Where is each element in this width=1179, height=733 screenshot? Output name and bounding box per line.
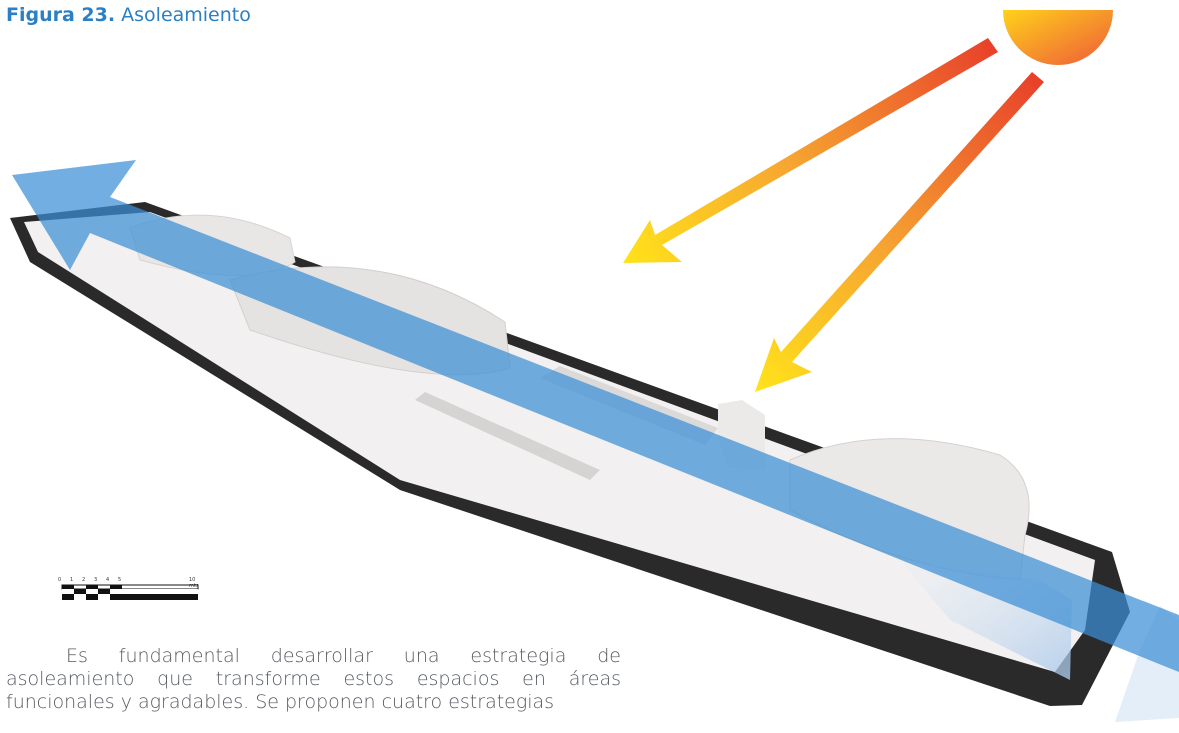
scale-bar [61, 584, 199, 601]
scale-tick-label: 10 mts [189, 577, 199, 589]
sun-icon [1003, 10, 1113, 65]
volume-3-bar [415, 392, 600, 480]
scale-tick-label: 2 [82, 577, 86, 583]
scale-tick-label: 5 [118, 577, 122, 583]
figure-title: Figura 23. Asoleamiento [6, 4, 251, 26]
sun-ray-arrow-icon [755, 72, 1044, 392]
body-paragraph: Es fundamental desarrollar una estrategi… [6, 645, 621, 713]
scale-tick-label: 1 [70, 577, 74, 583]
scale-bar-labels: 0 1 2 3 4 5 10 mts [58, 577, 203, 589]
figure-label: Figura 23. [6, 4, 116, 26]
wind-arrow-icon [12, 160, 1179, 672]
scale-tick-label: 3 [94, 577, 98, 583]
scale-tick-label: 4 [106, 577, 110, 583]
sun-ray-arrow-icon [623, 38, 998, 263]
figure-caption: Asoleamiento [121, 4, 251, 26]
scale-tick-label: 0 [58, 577, 62, 583]
